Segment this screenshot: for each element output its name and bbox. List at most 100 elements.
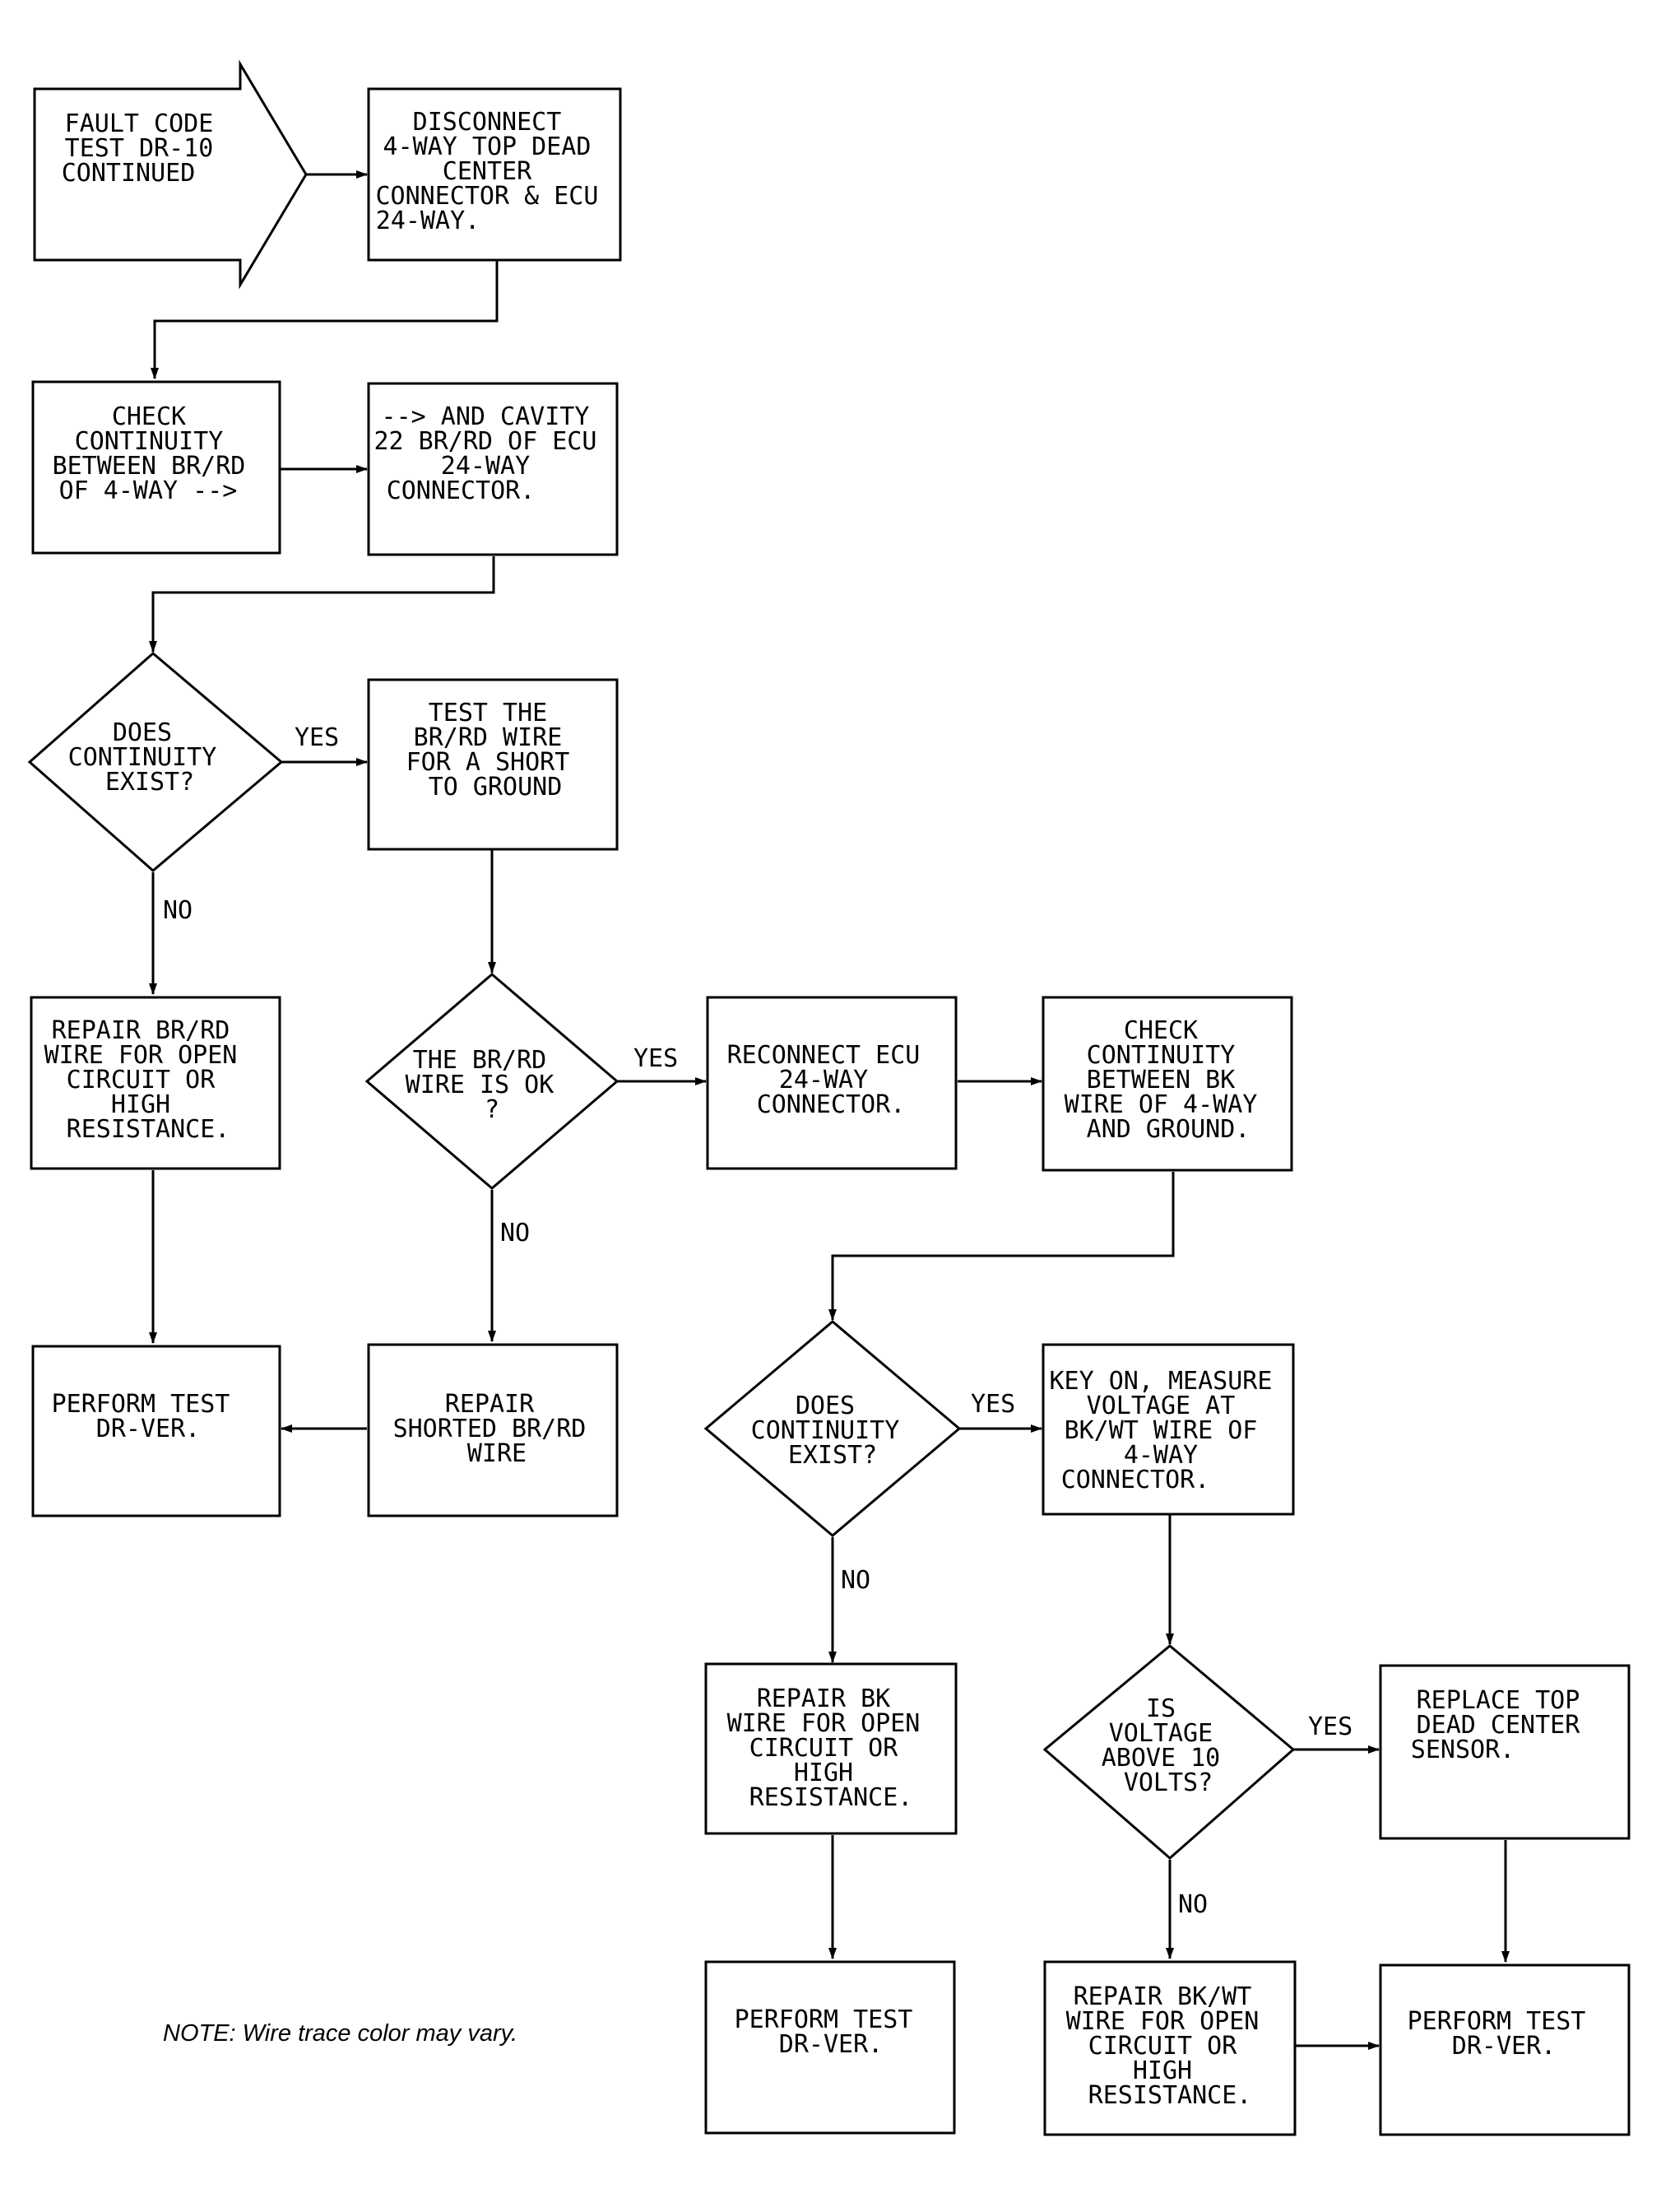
box-check-bk: CHECK CONTINUITY BETWEEN BK WIRE OF 4-WA… [1042, 996, 1293, 1172]
box-repair-brrd-open-text: REPAIR BR/RD WIRE FOR OPEN CIRCUIT OR HI… [44, 1016, 253, 1144]
box-repair-shorted-shape [367, 1343, 619, 1517]
branch-labels: YES NO YES NO YES NO YES NO [163, 723, 1353, 1919]
box-perform-3: PERFORM TEST DR-VER. [1379, 1963, 1631, 2136]
node-line: TO GROUND [429, 773, 563, 802]
box-replace-tdc-shape [1379, 1664, 1631, 1840]
node-line: AND GROUND. [1087, 1115, 1250, 1144]
no-label: NO [1178, 1890, 1208, 1919]
node-line: WIRE IS OK [406, 1071, 554, 1099]
node-line: RESISTANCE. [749, 1783, 913, 1812]
box-test-brrd: TEST THE BR/RD WIRE FOR A SHORT TO GROUN… [367, 678, 619, 851]
node-line: CONTINUITY [1087, 1041, 1236, 1070]
decision-brrd-ok: THE BR/RD WIRE IS OK ? [364, 973, 619, 1190]
node-line: WIRE FOR OPEN [727, 1709, 921, 1738]
node-line: ? [485, 1095, 499, 1124]
box-perform-2: PERFORM TEST DR-VER. [704, 1960, 956, 2135]
node-line: RESISTANCE. [1088, 2081, 1252, 2110]
no-label: NO [163, 896, 193, 925]
box-reconnect-text: RECONNECT ECU 24-WAY CONNECTOR. [727, 1041, 935, 1119]
node-line: REPAIR BK [757, 1685, 891, 1713]
box-perform-1-text: PERFORM TEST DR-VER. [52, 1390, 245, 1443]
box-repair-bk: REPAIR BK WIRE FOR OPEN CIRCUIT OR HIGH … [704, 1662, 958, 1835]
decision-voltage-text: IS VOLTAGE ABOVE 10 VOLTS? [1102, 1694, 1236, 1797]
box-repair-shorted: REPAIR SHORTED BR/RD WIRE [367, 1343, 619, 1517]
decision-brrd-ok-shape [364, 973, 619, 1190]
node-line: DEAD CENTER [1417, 1711, 1581, 1740]
node-line: FOR A SHORT [406, 748, 570, 777]
node-line: CENTER [443, 157, 532, 186]
node-line: 4-WAY [1124, 1441, 1198, 1470]
node-line: 22 BR/RD OF ECU [374, 427, 597, 456]
node-line: EXIST? [105, 768, 194, 797]
box-perform-3-text: PERFORM TEST DR-VER. [1408, 2007, 1601, 2061]
node-line: CONNECTOR & ECU [376, 182, 599, 211]
node-line: BETWEEN BR/RD [53, 452, 246, 481]
node-line: CHECK [112, 402, 186, 431]
box-repair-bkwt: REPAIR BK/WT WIRE FOR OPEN CIRCUIT OR HI… [1043, 1960, 1297, 2136]
node-line: VOLTS? [1124, 1768, 1213, 1797]
node-line: --> AND CAVITY [382, 402, 590, 431]
start-line: CONTINUED [62, 159, 196, 188]
box-cavity-text: --> AND CAVITY 22 BR/RD OF ECU 24-WAY CO… [374, 402, 612, 505]
box-repair-bk-text: REPAIR BK WIRE FOR OPEN CIRCUIT OR HIGH … [727, 1685, 935, 1812]
box-check-bk-text: CHECK CONTINUITY BETWEEN BK WIRE OF 4-WA… [1065, 1016, 1273, 1144]
yes-label: YES [971, 1390, 1015, 1419]
node-line: REPAIR BR/RD [52, 1016, 230, 1045]
node-line: PERFORM TEST [52, 1390, 230, 1419]
node-line: HIGH [1133, 2056, 1192, 2085]
node-line: VOLTAGE AT [1087, 1392, 1236, 1420]
node-line: DR-VER. [96, 1415, 200, 1443]
node-line: THE BR/RD [413, 1046, 547, 1075]
box-check-brrd: CHECK CONTINUITY BETWEEN BR/RD OF 4-WAY … [31, 380, 281, 555]
decision-continuity-1-shape [27, 652, 284, 872]
box-key-on: KEY ON, MEASURE VOLTAGE AT BK/WT WIRE OF… [1042, 1343, 1295, 1516]
node-line: CONTINUITY [75, 427, 224, 456]
box-key-on-text: KEY ON, MEASURE VOLTAGE AT BK/WT WIRE OF… [1050, 1367, 1288, 1494]
box-disconnect: DISCONNECT 4-WAY TOP DEAD CENTER CONNECT… [367, 87, 622, 262]
decision-continuity-2-shape [703, 1320, 962, 1537]
box-replace-tdc-text: REPLACE TOP DEAD CENTER SENSOR. [1411, 1686, 1595, 1764]
node-line: 4-WAY TOP DEAD [383, 132, 592, 161]
box-check-brrd-text: CHECK CONTINUITY BETWEEN BR/RD OF 4-WAY … [53, 402, 261, 505]
node-line: DISCONNECT [413, 108, 562, 137]
node-line: IS [1146, 1694, 1176, 1723]
node-line: DR-VER. [1452, 2032, 1556, 2061]
box-replace-tdc: REPLACE TOP DEAD CENTER SENSOR. [1379, 1664, 1631, 1840]
yes-label: YES [1308, 1712, 1353, 1741]
node-line: 24-WAY. [376, 207, 480, 235]
decision-continuity-2: DOES CONTINUITY EXIST? [703, 1320, 962, 1537]
node-line: CHECK [1124, 1016, 1198, 1045]
decision-voltage-shape [1042, 1644, 1296, 1860]
node-line: DOES [113, 718, 172, 747]
box-test-brrd-shape [367, 678, 619, 851]
node-line: CONTINUITY [751, 1416, 900, 1445]
decision-continuity-1-text: DOES CONTINUITY EXIST? [68, 718, 232, 797]
yes-label: YES [633, 1044, 678, 1073]
box-perform-1: PERFORM TEST DR-VER. [31, 1345, 281, 1517]
node-line: REPLACE TOP [1417, 1686, 1580, 1715]
node-line: CONTINUITY [68, 743, 217, 772]
decision-brrd-ok-text: THE BR/RD WIRE IS OK ? [406, 1046, 569, 1124]
box-perform-3-shape [1379, 1963, 1631, 2136]
node-line: SENSOR. [1411, 1736, 1515, 1764]
decision-continuity-2-text: DOES CONTINUITY EXIST? [751, 1392, 915, 1470]
box-cavity-shape [367, 382, 619, 556]
box-disconnect-text: DISCONNECT 4-WAY TOP DEAD CENTER CONNECT… [376, 108, 614, 235]
node-line: CIRCUIT OR [67, 1066, 216, 1094]
box-perform-2-text: PERFORM TEST DR-VER. [735, 2005, 928, 2059]
node-line: PERFORM TEST [735, 2005, 913, 2034]
node-line: SHORTED BR/RD [393, 1415, 587, 1443]
box-key-on-shape [1042, 1343, 1295, 1516]
node-line: PERFORM TEST [1408, 2007, 1586, 2036]
connector-checkbk-to-decision3 [828, 1172, 1175, 1321]
node-line: CONNECTOR. [757, 1090, 906, 1119]
node-line: DR-VER. [779, 2030, 883, 2059]
decision-voltage: IS VOLTAGE ABOVE 10 VOLTS? [1042, 1644, 1296, 1860]
box-repair-bkwt-text: REPAIR BK/WT WIRE FOR OPEN CIRCUIT OR HI… [1066, 1982, 1274, 2110]
node-line: ABOVE 10 [1102, 1744, 1221, 1773]
node-line: BETWEEN BK [1087, 1066, 1236, 1094]
node-line: HIGH [111, 1090, 170, 1119]
box-perform-2-shape [704, 1960, 956, 2135]
connectors [149, 170, 1510, 2050]
node-line: OF 4-WAY --> [59, 476, 238, 505]
